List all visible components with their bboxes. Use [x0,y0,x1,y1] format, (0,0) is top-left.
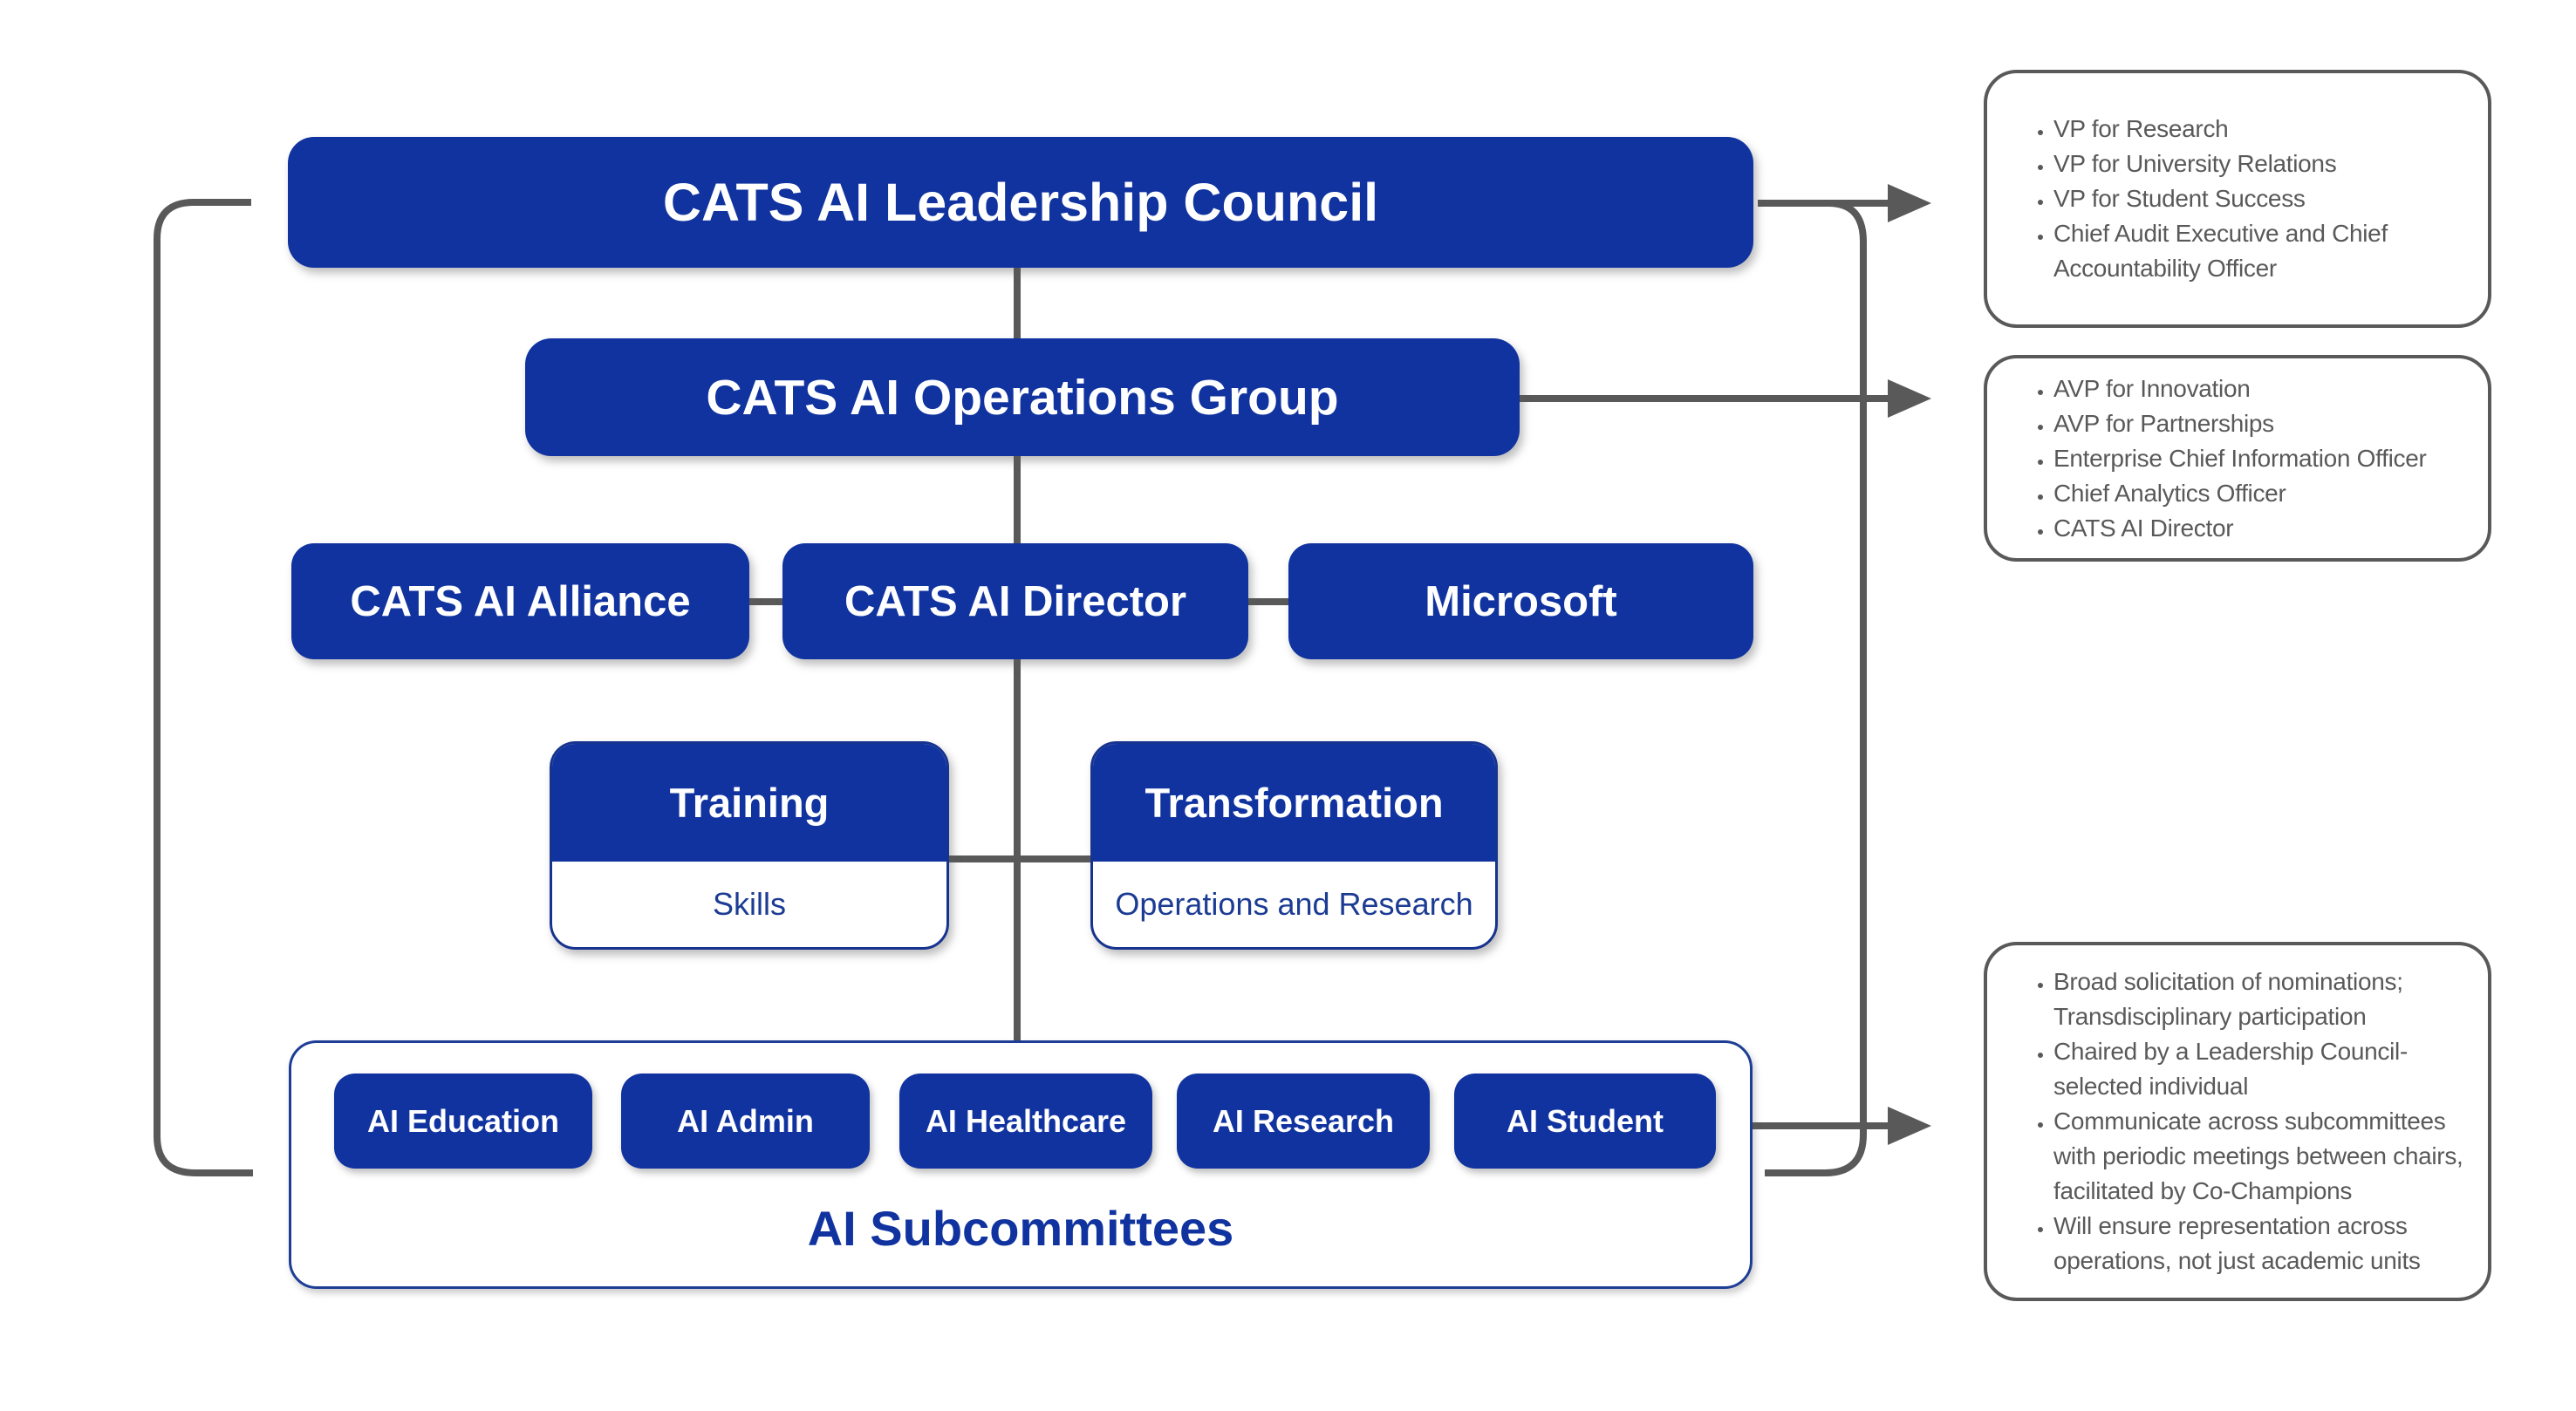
callout-item: VP for University Relations [2053,147,2479,181]
node-ai-director-label: CATS AI Director [844,577,1187,625]
connector-right-bracket [1765,200,1867,1176]
arrowhead-operations-callout [1888,379,1931,418]
chip-ai-research: AI Research [1177,1074,1430,1169]
node-operations-group: CATS AI Operations Group [525,338,1520,456]
connector-left-bracket [154,199,253,1176]
callout-item: CATS AI Director [2053,511,2479,546]
arrowhead-subcommittees-callout [1888,1107,1931,1145]
node-training-header: Training [552,744,946,862]
chip-ai-admin: AI Admin [621,1074,870,1169]
node-transformation-sublabel: Operations and Research [1115,886,1473,922]
callout-item: Broad solicitation of nominations; Trans… [2053,965,2479,1034]
chip-ai-student: AI Student [1454,1074,1716,1169]
node-ai-alliance-label: CATS AI Alliance [350,577,691,625]
callout-item: Chief Audit Executive and Chief Accounta… [2053,216,2479,286]
node-leadership-council: CATS AI Leadership Council [288,137,1753,268]
node-leadership-council-label: CATS AI Leadership Council [662,173,1379,232]
node-transformation: Transformation Operations and Research [1090,741,1498,950]
callout-item: AVP for Partnerships [2053,406,2479,441]
callout-subcommittee-notes-list: Broad solicitation of nominations; Trans… [1987,965,2488,1278]
subcommittee-chip-row: AI Education AI Admin AI Healthcare AI R… [291,1043,1750,1169]
callout-item: VP for Student Success [2053,181,2479,216]
group-ai-subcommittees: AI Education AI Admin AI Healthcare AI R… [289,1040,1753,1289]
node-microsoft: Microsoft [1288,543,1753,659]
callout-item: Communicate across subcommittees with pe… [2053,1104,2479,1209]
callout-leadership-members-list: VP for ResearchVP for University Relatio… [1987,112,2488,286]
callout-subcommittee-notes: Broad solicitation of nominations; Trans… [1984,942,2491,1301]
node-ai-alliance: CATS AI Alliance [291,543,749,659]
arrowhead-leadership-callout [1888,184,1931,222]
callout-item: Chief Analytics Officer [2053,476,2479,511]
callout-operations-members-list: AVP for InnovationAVP for PartnershipsEn… [1987,371,2488,546]
callout-item: Chaired by a Leadership Council-selected… [2053,1034,2479,1104]
node-ai-director: CATS AI Director [782,543,1248,659]
callout-operations-members: AVP for InnovationAVP for PartnershipsEn… [1984,355,2491,562]
callout-item: Enterprise Chief Information Officer [2053,441,2479,476]
node-training: Training Skills [550,741,949,950]
group-ai-subcommittees-title: AI Subcommittees [807,1200,1234,1256]
callout-item: AVP for Innovation [2053,371,2479,406]
callout-item: Will ensure representation across operat… [2053,1209,2479,1278]
node-microsoft-label: Microsoft [1425,577,1617,625]
chip-ai-education: AI Education [334,1074,592,1169]
node-training-sublabel: Skills [712,886,786,922]
callout-item: VP for Research [2053,112,2479,147]
node-operations-group-label: CATS AI Operations Group [706,369,1339,426]
node-transformation-header: Transformation [1093,744,1495,862]
callout-leadership-members: VP for ResearchVP for University Relatio… [1984,70,2491,328]
chip-ai-healthcare: AI Healthcare [899,1074,1152,1169]
